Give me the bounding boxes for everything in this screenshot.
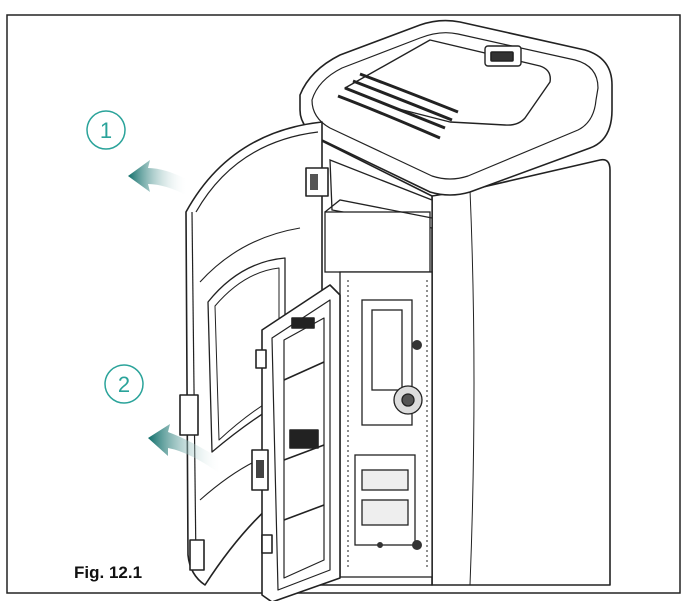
step-callout-1: 1 (86, 110, 126, 150)
figure-caption: Fig. 12.1 (74, 563, 143, 582)
inner-door (251, 284, 341, 601)
arrow-1 (128, 160, 188, 196)
step-callout-2: 2 (104, 364, 144, 404)
vent-grille (337, 72, 459, 140)
figure-border (6, 14, 681, 594)
stove-top (299, 19, 613, 196)
stove-cavity (324, 159, 433, 578)
arrow-2 (148, 424, 222, 475)
step-number-1: 1 (100, 118, 112, 143)
step-number-2: 2 (118, 372, 130, 397)
